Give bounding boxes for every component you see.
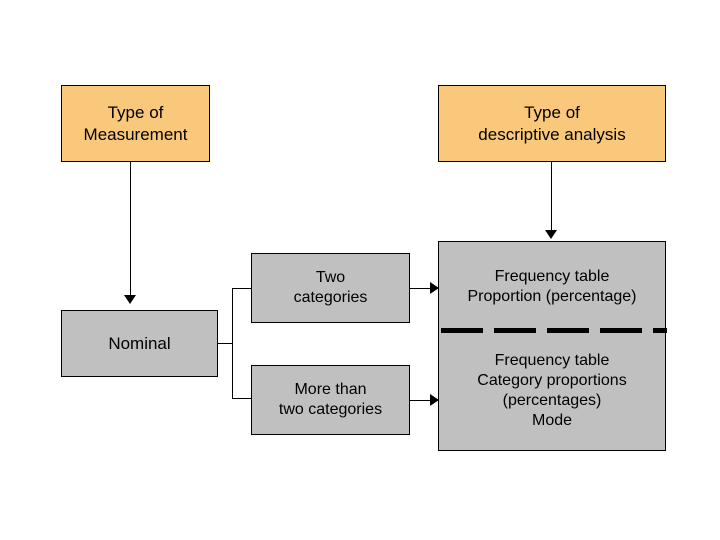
box-analysis-two-categories: Frequency table Proportion (percentage) <box>438 241 666 331</box>
connector-nominal-bracket <box>232 288 233 398</box>
connector-nominal-to-two-categories <box>232 288 251 289</box>
box-analysis-two-categories-label: Frequency table Proportion (percentage) <box>467 267 637 305</box>
arrowhead-more-categories-to-analysis <box>430 394 439 406</box>
connector-analysis-title-to-analysis <box>551 162 552 230</box>
connector-more-categories-to-analysis <box>410 400 430 401</box>
divider-dash-3 <box>547 328 589 333</box>
box-nominal: Nominal <box>61 310 218 377</box>
connector-two-categories-to-analysis <box>410 288 430 289</box>
box-two-categories-label: Two categories <box>293 269 368 306</box>
arrowhead-analysis-title-to-analysis <box>545 230 557 239</box>
box-type-of-descriptive-analysis: Type of descriptive analysis <box>438 85 666 162</box>
connector-measurement-to-nominal <box>130 162 131 295</box>
box-type-of-measurement-label: Type of Measurement <box>83 103 188 144</box>
box-analysis-more-than-two-categories-label: Frequency table Category proportions (pe… <box>477 351 627 429</box>
arrowhead-measurement-to-nominal <box>124 295 136 304</box>
arrowhead-two-categories-to-analysis <box>430 282 439 294</box>
box-type-of-descriptive-analysis-label: Type of descriptive analysis <box>478 103 626 144</box>
box-analysis-more-than-two-categories: Frequency table Category proportions (pe… <box>438 331 666 451</box>
divider-dash-1 <box>441 328 483 333</box>
box-more-than-two-categories: More than two categories <box>251 365 410 435</box>
box-more-than-two-categories-label: More than two categories <box>278 381 383 418</box>
box-two-categories: Two categories <box>251 253 410 323</box>
connector-nominal-stem <box>218 343 232 344</box>
divider-dash-5 <box>653 328 667 333</box>
box-type-of-measurement: Type of Measurement <box>61 85 210 162</box>
divider-dash-2 <box>494 328 536 333</box>
connector-nominal-to-more-categories <box>232 398 251 399</box>
divider-dash-4 <box>600 328 642 333</box>
box-nominal-label: Nominal <box>108 333 171 353</box>
